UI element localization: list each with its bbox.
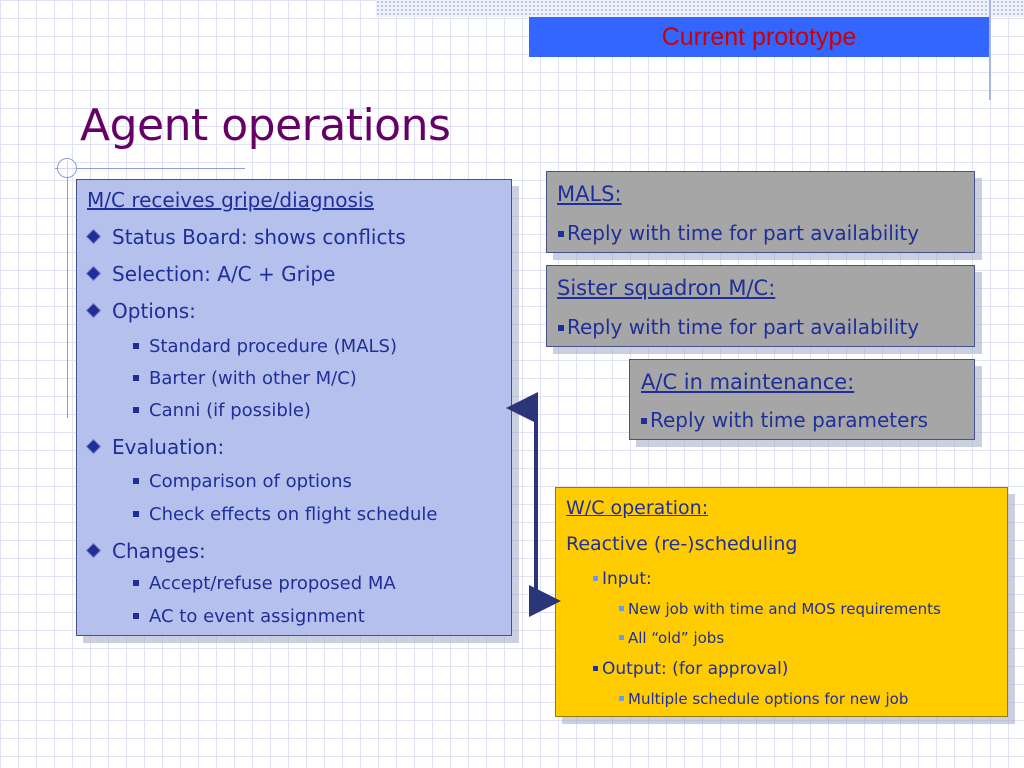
banner-text: Current prototype	[661, 22, 857, 51]
output-subitem: Multiple schedule options for new job	[619, 690, 908, 708]
list-item-status-board: Status Board: shows conflicts	[87, 225, 406, 249]
mals-heading: MALS:	[557, 182, 622, 206]
input-subitem: New job with time and MOS requirements	[619, 600, 941, 618]
square-bullet-icon	[133, 343, 139, 349]
wc-operation-box: W/C operation: Reactive (re-)scheduling …	[555, 487, 1008, 717]
list-subitem: Check effects on flight schedule	[133, 504, 437, 526]
sister-squadron-heading: Sister squadron M/C:	[557, 276, 776, 300]
square-bullet-icon	[593, 576, 598, 581]
list-subitem: AC to event assignment	[133, 606, 365, 628]
list-item-evaluation: Evaluation:	[87, 435, 224, 459]
decorative-vertical-rule	[67, 160, 68, 418]
list-item-selection: Selection: A/C + Gripe	[87, 262, 335, 286]
ac-maintenance-heading: A/C in maintenance:	[641, 370, 855, 394]
input-item: Input:	[593, 569, 652, 589]
wc-operation-heading: W/C operation:	[566, 497, 709, 519]
mc-receives-box: M/C receives gripe/diagnosis Status Boar…	[76, 179, 512, 636]
ac-maintenance-box: A/C in maintenance: Reply with time para…	[629, 359, 975, 440]
square-bullet-icon	[619, 635, 624, 640]
diamond-bullet-icon	[87, 544, 100, 557]
square-bullet-icon	[619, 606, 624, 611]
square-bullet-icon	[133, 580, 139, 586]
square-bullet-icon	[558, 231, 564, 237]
slide-title: Agent operations	[80, 100, 451, 151]
square-bullet-icon	[133, 407, 139, 413]
sister-squadron-box: Sister squadron M/C: Reply with time for…	[546, 265, 975, 347]
output-item: Output: (for approval)	[593, 659, 788, 679]
square-bullet-icon	[133, 511, 139, 517]
ac-maintenance-reply-line: Reply with time parameters	[641, 408, 928, 432]
decorative-horizontal-line	[55, 168, 245, 169]
diamond-bullet-icon	[87, 267, 100, 280]
input-subitem: All “old” jobs	[619, 629, 724, 647]
square-bullet-icon	[133, 613, 139, 619]
diamond-bullet-icon	[87, 440, 100, 453]
square-bullet-icon	[558, 325, 564, 331]
square-bullet-icon	[133, 375, 139, 381]
list-subitem: Barter (with other M/C)	[133, 368, 357, 390]
diamond-bullet-icon	[87, 304, 100, 317]
mals-box: MALS: Reply with time for part availabil…	[546, 171, 975, 253]
square-bullet-icon	[641, 418, 647, 424]
sister-squadron-reply-line: Reply with time for part availability	[558, 315, 919, 339]
mals-reply-line: Reply with time for part availability	[558, 221, 919, 245]
list-item-options: Options:	[87, 299, 196, 323]
list-subitem: Comparison of options	[133, 471, 352, 493]
mc-receives-heading: M/C receives gripe/diagnosis	[87, 188, 374, 212]
current-prototype-banner: Current prototype	[529, 17, 989, 57]
list-subitem: Standard procedure (MALS)	[133, 336, 397, 358]
list-subitem: Canni (if possible)	[133, 400, 311, 422]
square-bullet-icon	[619, 696, 624, 701]
decorative-vertical-line	[989, 0, 991, 100]
square-bullet-icon	[593, 666, 598, 671]
diamond-bullet-icon	[87, 230, 100, 243]
list-item-changes: Changes:	[87, 539, 206, 563]
list-subitem: Accept/refuse proposed MA	[133, 573, 396, 595]
decorative-circle-icon	[57, 158, 77, 178]
top-dotted-strip	[376, 0, 1024, 17]
square-bullet-icon	[133, 478, 139, 484]
reactive-scheduling-line: Reactive (re-)scheduling	[566, 533, 798, 555]
